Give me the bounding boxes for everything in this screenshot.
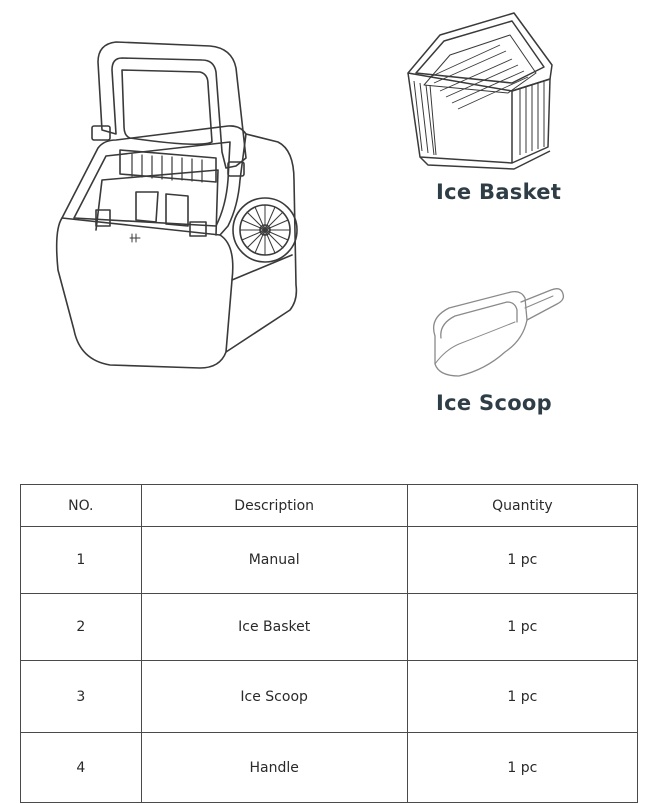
header-description: Description: [140, 484, 408, 527]
table-row: 3 Ice Scoop 1 pc: [20, 660, 639, 733]
ice-basket-caption: Ice Basket: [436, 180, 562, 204]
row-no: 3: [20, 660, 142, 733]
row-quantity: 1 pc: [406, 732, 639, 803]
ice-scoop-caption: Ice Scoop: [436, 391, 552, 415]
table-header-row: NO. Description Quantity: [20, 484, 639, 527]
table-row: 1 Manual 1 pc: [20, 526, 639, 594]
ice-basket-illustration: [407, 12, 553, 170]
row-no: 1: [20, 526, 142, 594]
header-quantity: Quantity: [406, 484, 639, 527]
header-no: NO.: [20, 484, 142, 527]
row-no: 2: [20, 593, 142, 661]
row-description: Manual: [140, 526, 408, 594]
row-no: 4: [20, 732, 142, 803]
row-description: Ice Scoop: [140, 660, 408, 733]
parts-list-table: NO. Description Quantity 1 Manual 1 pc 2…: [20, 484, 639, 803]
row-quantity: 1 pc: [406, 660, 639, 733]
row-quantity: 1 pc: [406, 526, 639, 594]
table-row: 4 Handle 1 pc: [20, 732, 639, 803]
row-description: Ice Basket: [140, 593, 408, 661]
row-description: Handle: [140, 732, 408, 803]
table-row: 2 Ice Basket 1 pc: [20, 593, 639, 661]
row-quantity: 1 pc: [406, 593, 639, 661]
ice-maker-illustration: [55, 41, 298, 369]
ice-scoop-illustration: [432, 288, 565, 377]
